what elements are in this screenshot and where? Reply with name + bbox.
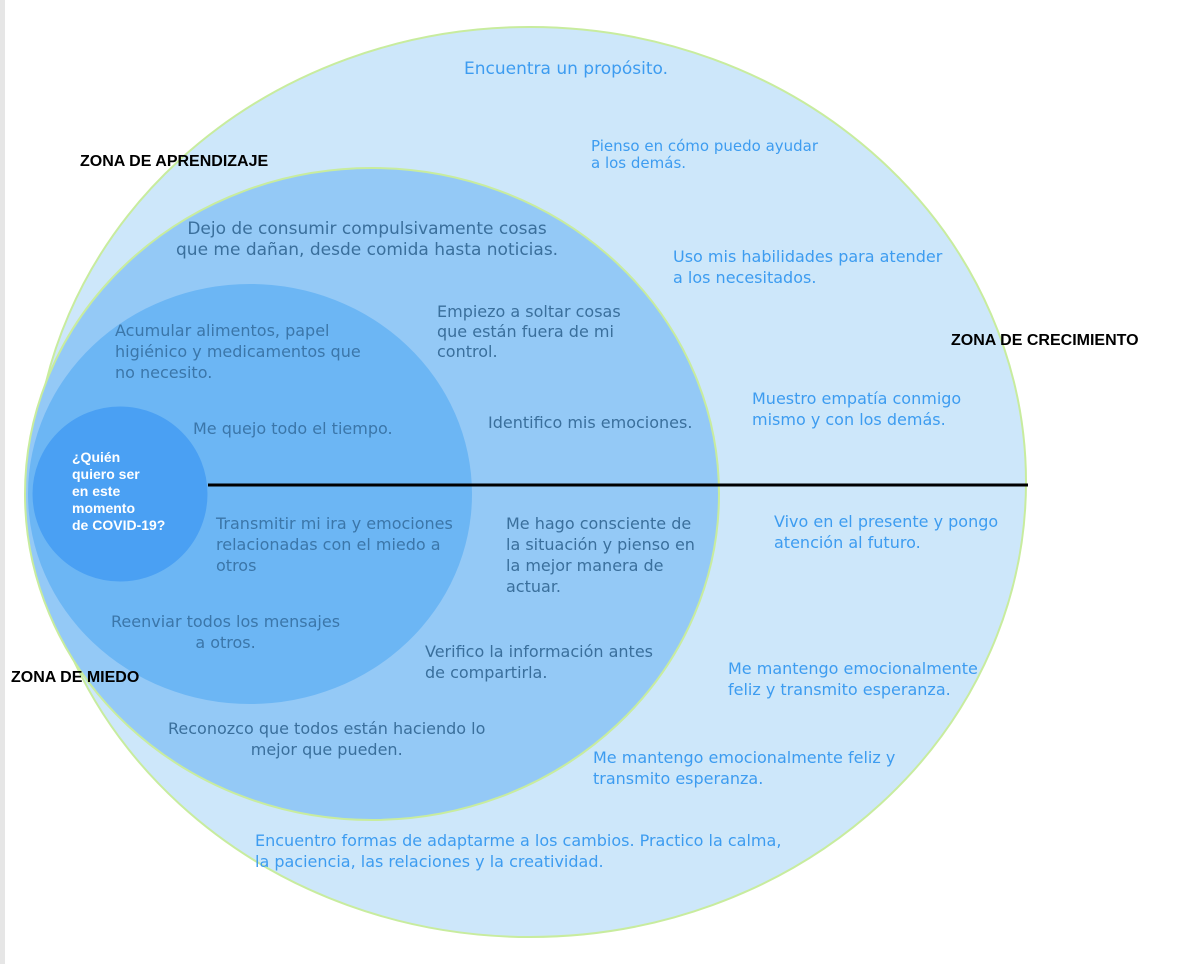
growth-item-skills: Uso mis habilidades para atender a los n… bbox=[673, 247, 943, 287]
growth-item-happy-1: Me mantengo emocionalmente feliz y trans… bbox=[728, 659, 978, 699]
learning-item-stop-consuming: Dejo de consumir compulsivamente cosas q… bbox=[176, 219, 559, 260]
fear-item-complain: Me quejo todo el tiempo. bbox=[193, 419, 393, 438]
fear-item-hoard: Acumular alimentos, papel higiénico y me… bbox=[115, 321, 361, 382]
learning-item-recognize: Reconozco que todos están haciendo lo me… bbox=[168, 719, 486, 759]
left-edge-bar bbox=[0, 0, 5, 964]
learning-zone-label: ZONA DE APRENDIZAJE bbox=[80, 153, 269, 170]
center-question: ¿Quién quiero ser en este momento de COV… bbox=[72, 449, 166, 533]
learning-item-aware: Me hago consciente de la situación y pie… bbox=[506, 514, 695, 596]
learning-item-verify: Verifico la información antes de compart… bbox=[425, 642, 654, 682]
fear-zone-label: ZONA DE MIEDO bbox=[11, 669, 140, 686]
center-circle bbox=[31, 405, 209, 583]
growth-item-help-others: Pienso en cómo puedo ayudar a los demás. bbox=[591, 137, 819, 172]
growth-item-adapt: Encuentro formas de adaptarme a los camb… bbox=[255, 831, 782, 871]
fear-zone-ellipse bbox=[28, 284, 472, 704]
growth-zone-label: ZONA DE CRECIMIENTO bbox=[951, 332, 1139, 349]
growth-item-empathy: Muestro empatía conmigo mismo y con los … bbox=[752, 389, 962, 429]
growth-item-present: Vivo en el presente y pongo atención al … bbox=[774, 512, 999, 552]
growth-item-happy-2: Me mantengo emocionalmente feliz y trans… bbox=[593, 748, 896, 788]
growth-item-purpose: Encuentra un propósito. bbox=[464, 59, 669, 79]
learning-item-let-go: Empiezo a soltar cosas que están fuera d… bbox=[437, 302, 621, 361]
fear-item-forward: Reenviar todos los mensajes a otros. bbox=[111, 612, 341, 652]
fear-item-anger: Transmitir mi ira y emociones relacionad… bbox=[216, 514, 453, 575]
learning-item-emotions: Identifico mis emociones. bbox=[488, 413, 693, 432]
